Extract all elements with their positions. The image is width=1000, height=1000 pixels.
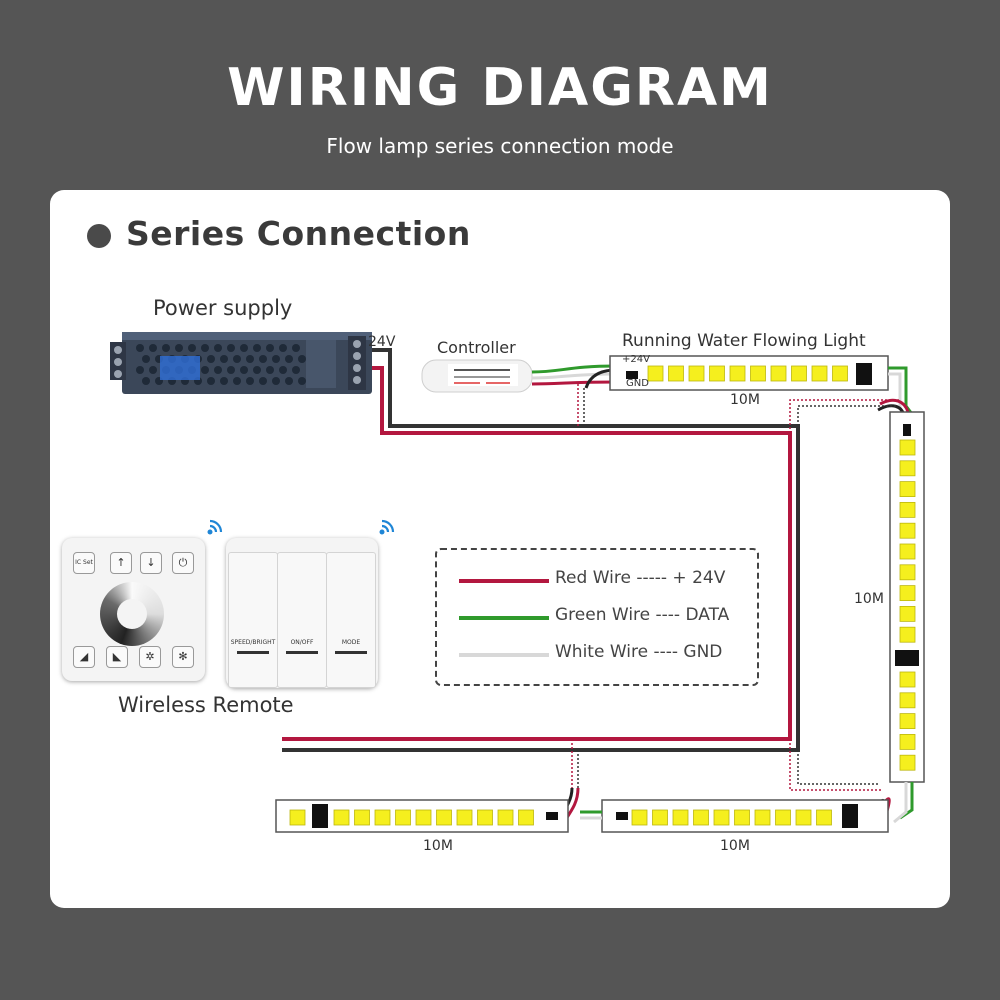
led-strip-4	[275, 799, 569, 833]
led-chip	[899, 671, 916, 688]
led-chip	[899, 585, 916, 602]
strip-length-2: 10M	[854, 591, 884, 607]
touch-remote-panel: IC Set ↑ ↓ ⏻ ◢ ◣ ✲ ✻	[62, 538, 205, 681]
led-chip	[477, 809, 493, 826]
led-chip	[693, 809, 709, 826]
wiring-diagram	[110, 332, 925, 833]
power-supply-unit	[110, 332, 372, 394]
green-wire-swatch	[459, 616, 549, 620]
legend-label-red: Red Wire ----- + 24V	[555, 568, 726, 588]
led-chip	[816, 809, 832, 826]
led-chip	[647, 365, 664, 382]
led-chip	[899, 564, 916, 581]
controller-unit	[421, 359, 533, 393]
power-supply-label: Power supply	[153, 296, 293, 320]
strip-plus-label: +24V	[622, 354, 650, 365]
legend-label-green: Green Wire ---- DATA	[555, 605, 730, 625]
led-chip	[289, 809, 306, 826]
white-wire-swatch	[459, 653, 549, 657]
mode-key[interactable]: MODE	[326, 552, 376, 688]
led-chip	[775, 809, 791, 826]
legend-label-white: White Wire ---- GND	[555, 642, 723, 662]
led-chip	[899, 713, 916, 729]
led-chip	[456, 809, 473, 826]
strip-length-4: 10M	[423, 838, 453, 854]
speed-up-button[interactable]: ◣	[106, 646, 128, 668]
speed-bright-key[interactable]: SPEED/BRIGHT	[228, 552, 278, 688]
led-chip	[899, 460, 916, 477]
led-chip	[415, 809, 432, 826]
voltage-label: 24V	[368, 334, 396, 350]
brightness-button[interactable]: ✻	[172, 646, 194, 668]
wall-switch-panel: SPEED/BRIGHT ON/OFF MODE	[226, 538, 378, 688]
led-chip	[899, 754, 916, 771]
led-chip	[899, 543, 916, 560]
on-off-label: ON/OFF	[290, 639, 314, 646]
led-chip	[899, 605, 916, 622]
power-button[interactable]: ⏻	[172, 552, 194, 574]
led-chip	[734, 809, 750, 826]
led-chip	[374, 809, 391, 826]
strip-name-label: Running Water Flowing Light	[622, 331, 866, 351]
led-strip-2	[889, 411, 925, 783]
section-bullet-icon	[87, 224, 111, 248]
strip-length-1: 10M	[730, 392, 760, 408]
speed-bright-label: SPEED/BRIGHT	[230, 639, 276, 646]
strip-length-3: 10M	[720, 838, 750, 854]
led-chip	[770, 365, 787, 382]
ic-set-button[interactable]: IC Set	[73, 552, 95, 574]
led-chip	[709, 365, 725, 382]
red-wire-swatch	[459, 579, 549, 583]
wifi-icon	[207, 519, 223, 535]
page-subtitle: Flow lamp series connection mode	[326, 134, 674, 158]
led-chip	[395, 809, 411, 826]
section-title: Series Connection	[126, 214, 471, 253]
led-chip	[899, 501, 916, 518]
led-chip	[354, 809, 370, 826]
led-chip	[899, 692, 916, 709]
led-strip-1	[609, 355, 889, 391]
led-chip	[729, 365, 746, 382]
led-chip	[832, 365, 848, 382]
wire-legend: Red Wire ----- + 24V Green Wire ---- DAT…	[435, 548, 759, 686]
led-chip	[899, 734, 916, 750]
led-chip	[791, 365, 807, 382]
led-chip	[899, 439, 916, 456]
led-chip	[652, 809, 668, 826]
led-chip	[518, 809, 534, 826]
led-chip	[497, 809, 514, 826]
color-wheel[interactable]	[100, 582, 164, 646]
led-chip	[333, 809, 350, 826]
led-chip	[750, 365, 766, 382]
led-chip	[899, 522, 916, 539]
wifi-icon	[379, 519, 395, 535]
mode-button[interactable]: ✲	[139, 646, 161, 668]
mode-label: MODE	[341, 639, 361, 646]
led-chip	[688, 365, 705, 382]
on-off-key[interactable]: ON/OFF	[277, 552, 327, 688]
led-chip	[795, 809, 812, 826]
controller-label: Controller	[437, 338, 516, 357]
led-chip	[899, 481, 916, 498]
led-chip	[811, 365, 828, 382]
diagram-card: Series Connection	[50, 190, 950, 908]
led-chip	[713, 809, 730, 826]
up-button[interactable]: ↑	[110, 552, 132, 574]
page-title: WIRING DIAGRAM	[227, 58, 773, 118]
led-chip	[668, 365, 684, 382]
led-chip	[899, 626, 916, 643]
led-chip	[754, 809, 771, 826]
led-strip-3	[601, 799, 889, 833]
down-button[interactable]: ↓	[140, 552, 162, 574]
led-chip	[436, 809, 452, 826]
strip-gnd-label: GND	[626, 378, 649, 389]
wireless-remote-label: Wireless Remote	[118, 693, 294, 717]
led-chip	[631, 809, 648, 826]
speed-down-button[interactable]: ◢	[73, 646, 95, 668]
led-chip	[672, 809, 689, 826]
